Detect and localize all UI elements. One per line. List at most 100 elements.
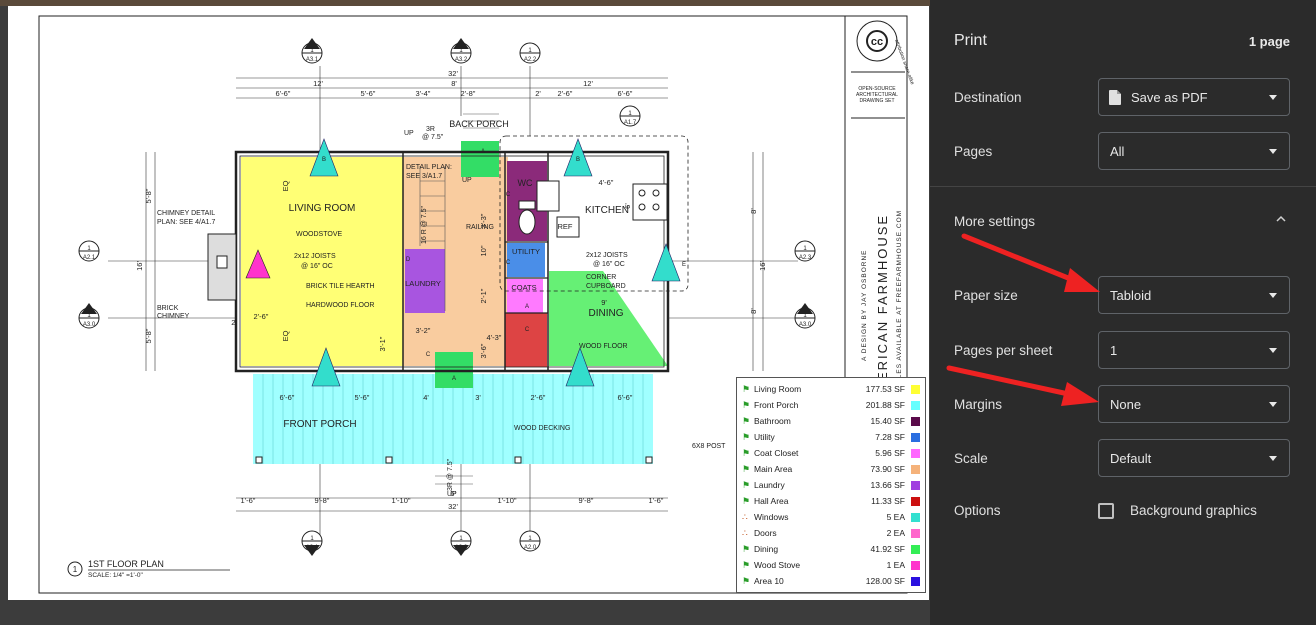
paper-size-row: Paper size Tabloid [954, 276, 1294, 316]
svg-text:1: 1 [528, 48, 532, 54]
room-label-dining: DINING [589, 308, 624, 319]
background-graphics-label[interactable]: Background graphics [1130, 503, 1257, 518]
svg-text:5'-8": 5'-8" [144, 188, 153, 203]
destination-select[interactable]: Save as PDF [1098, 78, 1290, 116]
svg-text:A1.7: A1.7 [624, 120, 637, 126]
svg-text:3'-6": 3'-6" [479, 343, 488, 358]
flag-icon: ⚑ [742, 479, 751, 490]
room-label-ref: REF [558, 222, 573, 231]
flag-icon: ⚑ [742, 447, 751, 458]
scale-value: Default [1110, 451, 1152, 466]
legend-swatch [911, 416, 920, 426]
svg-text:2': 2' [535, 89, 541, 98]
flag-icon: ⚑ [742, 415, 751, 426]
section-marker-right-2: 1A3.0 [794, 303, 816, 329]
svg-text:5'-8": 5'-8" [144, 328, 153, 343]
chevron-down-icon [1269, 95, 1277, 100]
svg-text:12': 12' [313, 79, 323, 88]
svg-text:CHIMNEY DETAIL: CHIMNEY DETAIL [157, 210, 215, 217]
pages-per-sheet-value: 1 [1110, 343, 1118, 358]
scale-select[interactable]: Default [1098, 439, 1290, 477]
legend-value: 1 EA [886, 560, 905, 570]
roof-outline-dashed [499, 135, 689, 292]
svg-text:2'-6": 2'-6" [254, 312, 269, 321]
svg-text:A3.1: A3.1 [306, 545, 319, 551]
cc-logo: cc attribution share-alike [856, 20, 915, 86]
svg-text:6': 6' [450, 489, 456, 498]
section-marker-bottom-1: 1A3.1 [301, 530, 323, 556]
chevron-up-icon[interactable] [1276, 214, 1286, 224]
svg-text:B: B [322, 157, 326, 163]
svg-text:WOOD FLOOR: WOOD FLOOR [579, 343, 628, 350]
svg-text:2'-6": 2'-6" [558, 89, 573, 98]
chevron-down-icon [1269, 456, 1277, 461]
legend-name: Dining [754, 544, 779, 554]
svg-text:@ 16" OC: @ 16" OC [593, 261, 625, 268]
dining-fill [549, 271, 668, 366]
pages-per-sheet-select[interactable]: 1 [1098, 331, 1290, 369]
legend-value: 7.28 SF [875, 432, 905, 442]
print-title: Print [954, 32, 987, 49]
coat-closet-fill [507, 279, 543, 313]
svg-text:5'-6": 5'-6" [361, 89, 376, 98]
dots-icon: ∴ [742, 527, 748, 538]
pages-per-sheet-label: Pages per sheet [954, 343, 1053, 358]
chevron-down-icon [1269, 293, 1277, 298]
legend-swatch [911, 432, 920, 442]
svg-text:E: E [682, 262, 686, 268]
svg-text:2'-6": 2'-6" [531, 393, 546, 402]
legend-swatch [911, 512, 920, 522]
legend-name: Bathroom [754, 416, 791, 426]
pages-label: Pages [954, 144, 993, 159]
background-graphics-checkbox[interactable] [1098, 503, 1114, 519]
title-block-border [844, 15, 908, 594]
svg-text:1'-10": 1'-10" [391, 496, 410, 505]
legend-swatch [911, 400, 920, 410]
room-label-front-porch: FRONT PORCH [283, 419, 356, 430]
dots-icon: ∴ [742, 511, 748, 522]
margins-row: Margins None [954, 385, 1294, 425]
flag-icon: ⚑ [742, 575, 751, 586]
margins-label: Margins [954, 397, 1003, 412]
scale-row: Scale Default [954, 439, 1294, 479]
svg-text:1: 1 [528, 536, 532, 542]
room-label-wc: WC [518, 178, 533, 188]
svg-text:8': 8' [749, 308, 758, 314]
chevron-down-icon [1269, 149, 1277, 154]
legend-value: 5 EA [886, 512, 905, 522]
svg-text:C: C [525, 327, 530, 333]
svg-text:3'-3": 3'-3" [479, 213, 488, 228]
pages-select[interactable]: All [1098, 132, 1290, 170]
section-marker-right-1: 1A2.3 [794, 240, 816, 262]
plan-title: 1ST FLOOR PLAN [88, 559, 164, 569]
svg-text:BRICK TILE HEARTH: BRICK TILE HEARTH [306, 283, 375, 290]
flag-icon: ⚑ [742, 399, 751, 410]
chevron-down-icon [1269, 348, 1277, 353]
legend-name: Wood Stove [754, 560, 801, 570]
section-marker-bottom-2: 1A3.2 [450, 530, 472, 556]
svg-text:6'-6": 6'-6" [276, 89, 291, 98]
svg-text:CHIMNEY: CHIMNEY [157, 313, 190, 320]
panel-divider [930, 186, 1316, 187]
living-room-fill [241, 157, 403, 366]
svg-text:C: C [426, 352, 431, 358]
print-preview-page[interactable]: cc attribution share-alike OPEN-SOURCE A… [8, 6, 929, 600]
svg-text:HARDWOOD FLOOR: HARDWOOD FLOOR [306, 302, 374, 309]
paper-size-select[interactable]: Tabloid [1098, 276, 1290, 314]
room-label-utility: UTILITY [512, 247, 540, 256]
svg-text:A2.2: A2.2 [524, 57, 537, 63]
svg-text:EQ: EQ [281, 180, 290, 191]
main-area-fill [403, 157, 508, 366]
section-marker-top-4: 1A1.7 [619, 105, 641, 127]
section-marker-top-1: 1A3.1 [301, 38, 323, 64]
margins-select[interactable]: None [1098, 385, 1290, 423]
svg-text:attribution share-alike: attribution share-alike [893, 39, 915, 86]
more-settings-toggle[interactable]: More settings [954, 214, 1036, 229]
legend-name: Utility [754, 432, 775, 442]
svg-text:1: 1 [87, 246, 91, 252]
